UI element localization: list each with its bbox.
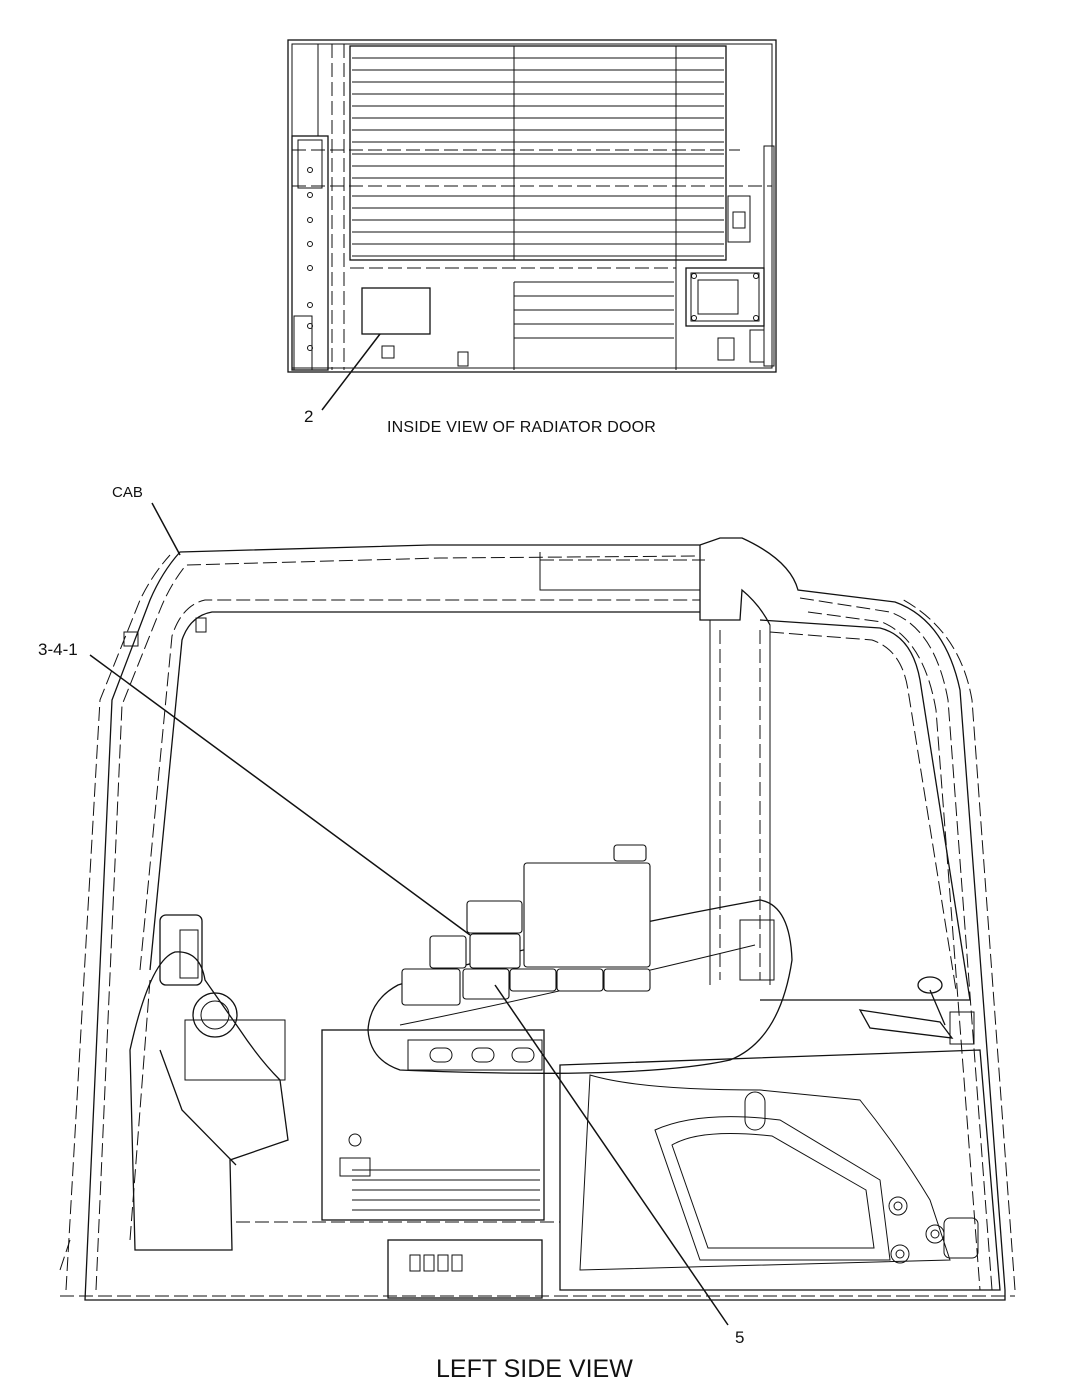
cab-label: CAB: [112, 484, 143, 501]
callout-3-4-1: 3-4-1: [38, 640, 78, 659]
callout-2: 2: [304, 407, 314, 426]
decal-cluster: [401, 844, 651, 1006]
leader-callout-3-4-1: [89, 654, 471, 936]
callout-5: 5: [735, 1328, 745, 1347]
leader-callout-cab: [151, 502, 181, 556]
left-side-view-caption: LEFT SIDE VIEW: [436, 1355, 633, 1383]
leader-callout-2: [321, 333, 381, 411]
radiator-door-drawing: [287, 39, 777, 373]
radiator-door-caption: INSIDE VIEW OF RADIATOR DOOR: [387, 419, 657, 436]
leader-callout-5: [494, 984, 729, 1326]
